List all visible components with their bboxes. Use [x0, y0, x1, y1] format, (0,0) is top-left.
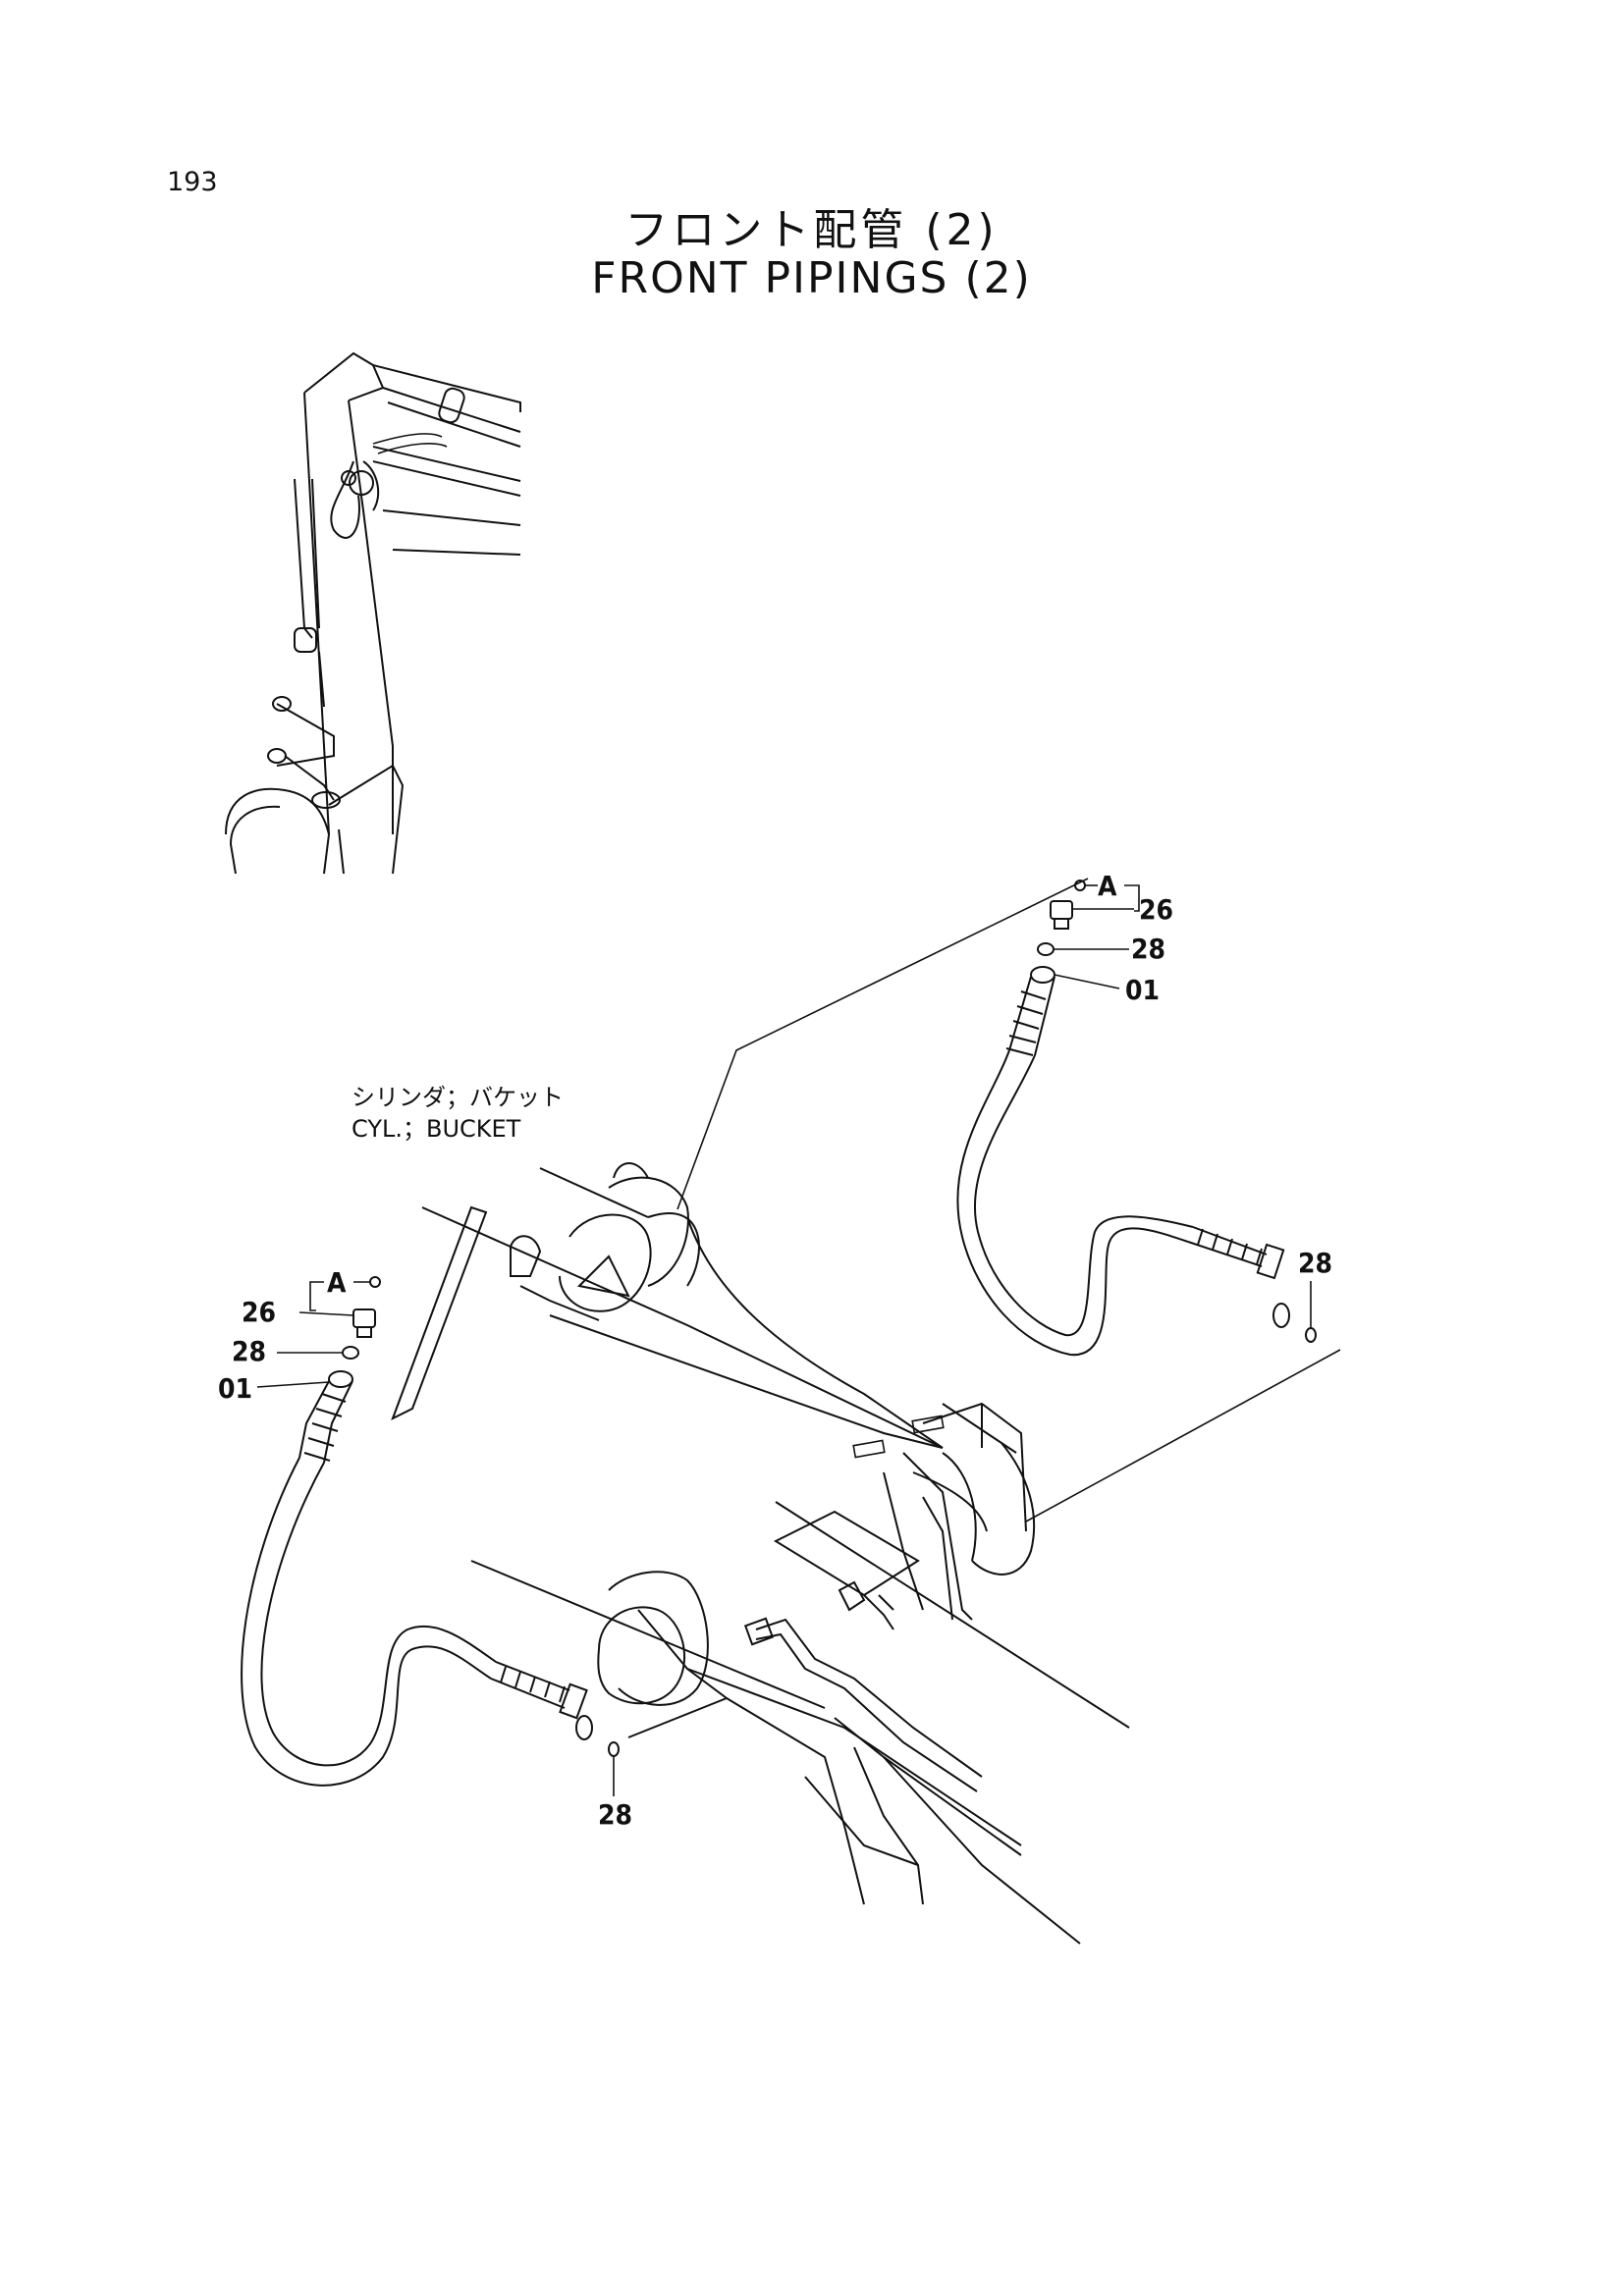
- page-number: 193: [167, 167, 218, 197]
- hose-assembly-upper-right: [956, 880, 1317, 1357]
- callout-28-left-end: 28: [598, 1798, 632, 1831]
- callout-26-left: 26: [242, 1296, 276, 1328]
- cylinder-label-japanese: シリンダ；バケット: [352, 1084, 564, 1111]
- page-title-japanese: フロント配管 (2): [624, 205, 999, 255]
- detail-ref-a-right: A: [1098, 870, 1117, 902]
- callout-26-right: 26: [1139, 893, 1173, 926]
- callout-01-right: 01: [1125, 974, 1160, 1006]
- arm-body: [391, 878, 1341, 1945]
- page-title-english: FRONT PIPINGS (2): [591, 253, 1032, 303]
- detail-ref-a-left: A: [327, 1266, 347, 1299]
- callout-28-right-end: 28: [1298, 1247, 1332, 1279]
- overview-illustration: [225, 351, 521, 875]
- callout-01-left: 01: [218, 1372, 252, 1405]
- callout-28-left: 28: [232, 1335, 266, 1367]
- cylinder-label-english: CYL.；BUCKET: [352, 1115, 521, 1143]
- callout-28-right: 28: [1131, 933, 1165, 965]
- hose-assembly-left: [241, 1276, 620, 1796]
